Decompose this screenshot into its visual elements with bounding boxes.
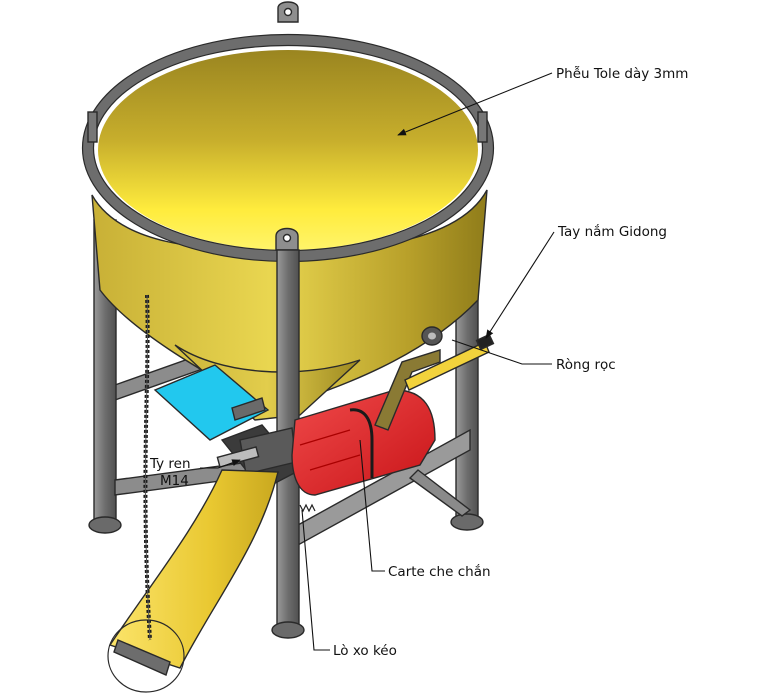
callout-leaders [200,72,555,651]
label-hopper: Phễu Tole dày 3mm [556,65,688,82]
pulley [421,326,443,346]
discharge-chute [108,469,279,669]
gate-mechanism [216,424,302,491]
side-bracket-left [87,111,98,143]
label-spring: Lò xo kéo [333,643,397,659]
gate-plate [153,364,270,441]
frame-back-legs [450,279,484,531]
label-rod-line1: Ty ren [149,456,191,472]
lifting-lug-front [275,227,299,251]
label-rod-line2: M14 [160,473,189,489]
label-cover: Carte che chắn [388,563,491,580]
lifting-lug-top [277,1,299,23]
label-handle: Tay nắm Gidong [557,223,667,240]
label-pulley: Ròng rọc [556,357,616,373]
side-bracket-right [477,111,488,143]
red-cover-guard [291,389,436,496]
chute-outlet [107,619,185,693]
hopper-interior [98,50,478,250]
